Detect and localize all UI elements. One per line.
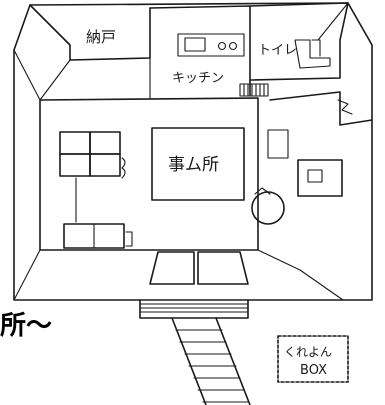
round-table xyxy=(251,191,285,225)
crayon-box-label-line2: BOX xyxy=(300,363,327,378)
wall-break-mark xyxy=(337,99,353,115)
corner-line xyxy=(13,249,41,301)
desk xyxy=(89,131,121,155)
kitchen-counter xyxy=(177,33,245,57)
office-room xyxy=(151,127,245,201)
corner-line xyxy=(317,2,349,41)
kitchen-label: キッチン xyxy=(172,71,224,86)
desk xyxy=(59,153,91,177)
office-label: 事ム所 xyxy=(168,155,219,175)
chair-icon xyxy=(254,187,271,195)
sink-icon xyxy=(184,37,206,52)
crayon-box xyxy=(277,335,349,383)
wall xyxy=(39,59,71,101)
stair-steps xyxy=(175,329,250,403)
right-room-box xyxy=(297,159,343,197)
chair-icon xyxy=(125,231,133,247)
staircase xyxy=(171,317,251,405)
toilet-icon xyxy=(294,39,331,69)
edge-text: 所〜 xyxy=(0,311,52,341)
right-room-inner xyxy=(307,169,323,183)
desk xyxy=(59,131,91,155)
entrance-mat xyxy=(197,251,249,285)
corner-line xyxy=(257,249,301,271)
stove-burner-icon xyxy=(228,41,238,51)
toilet-label: トイレ xyxy=(258,43,297,58)
corner-line xyxy=(13,49,41,101)
chair-icon xyxy=(121,157,126,179)
right-shelf xyxy=(267,129,289,159)
toilet-tank-icon xyxy=(311,39,321,57)
stove-burner-icon xyxy=(217,41,227,51)
storage-label: 納戸 xyxy=(86,28,116,46)
stair-landing xyxy=(139,299,249,319)
outer-wall xyxy=(13,2,373,301)
toilet-room xyxy=(249,2,349,81)
crayon-box-label-line1: くれよん xyxy=(284,345,332,359)
door-hatch xyxy=(239,83,269,97)
entrance-mat xyxy=(149,251,195,285)
right-corridor xyxy=(269,91,373,126)
corner-line xyxy=(299,269,344,301)
desk xyxy=(89,153,121,177)
inner-floor-edge xyxy=(39,97,259,251)
stair-steps xyxy=(139,303,249,313)
